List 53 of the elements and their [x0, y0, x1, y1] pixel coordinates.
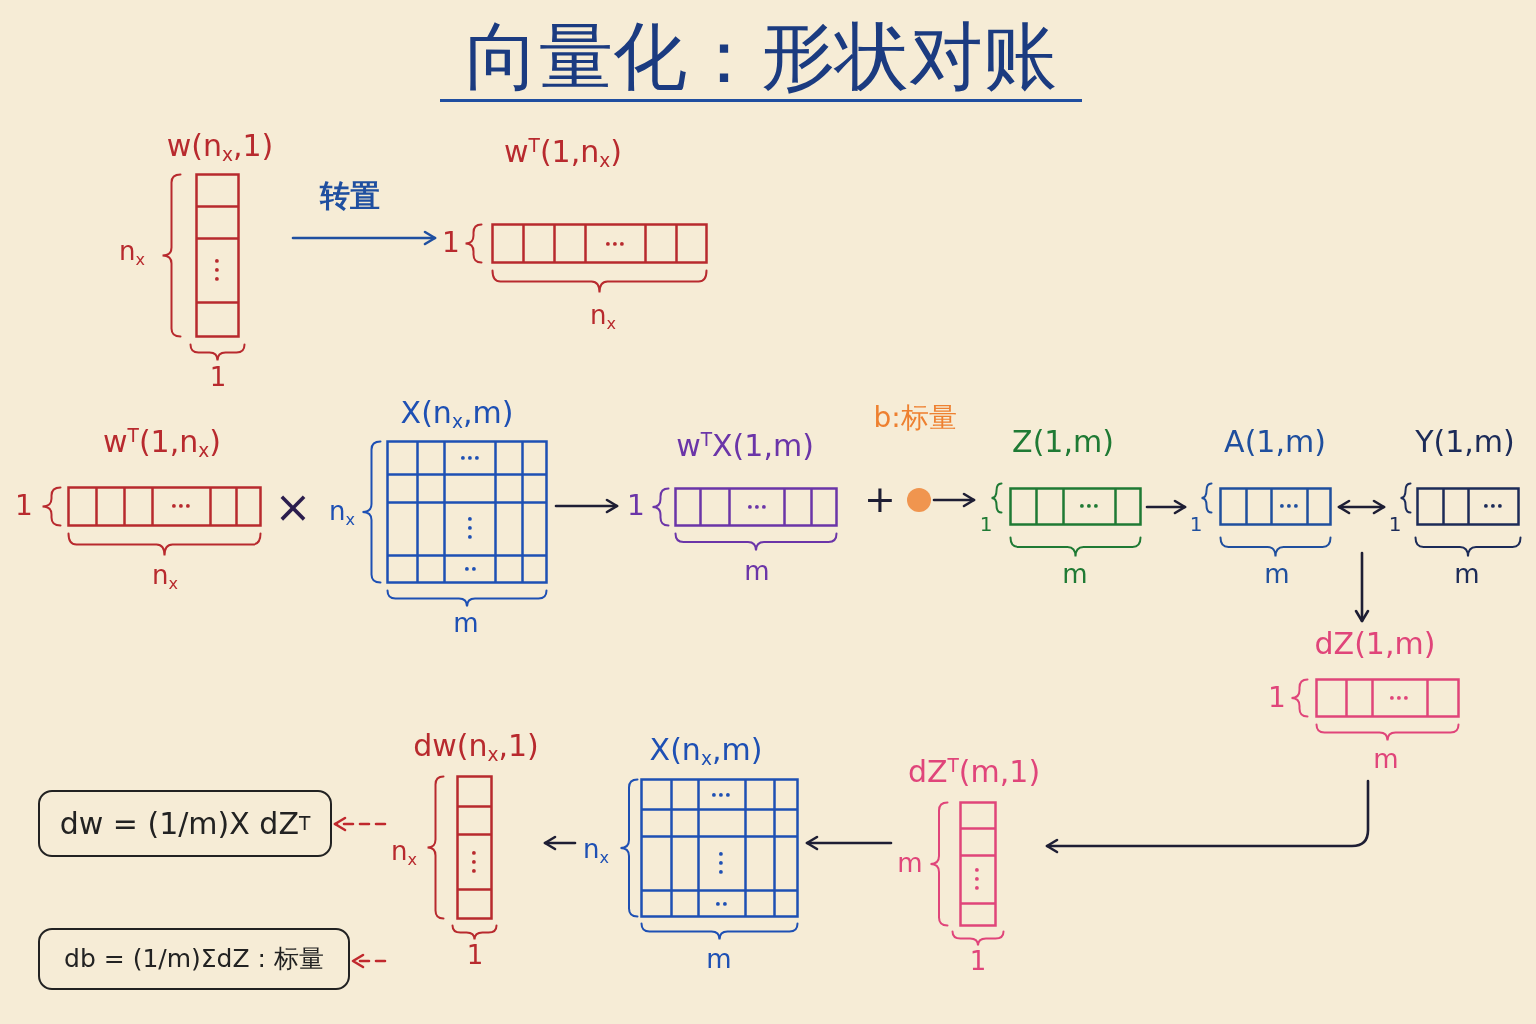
matrix-label: w$^{T}$(1,n$_{x}$) — [103, 424, 221, 460]
arrow — [1145, 499, 1187, 515]
matrix-label: Y(1,m) — [1415, 424, 1515, 460]
arrow — [805, 835, 893, 851]
dashed-arrow — [351, 953, 387, 969]
matrix-label: dZ$^{T}$(m,1) — [907, 754, 1041, 790]
dimension-label: 1 — [969, 947, 987, 977]
title: 向量化：形状对账 — [440, 16, 1082, 103]
formula-box: db = (1/m)ΣdZ : 标量 — [38, 928, 350, 990]
dimension-label: 1 — [1189, 512, 1203, 536]
dimension-label: m — [744, 557, 770, 587]
dimension-label: n$_{x}$ — [583, 835, 609, 865]
arrow — [291, 230, 437, 246]
dimension-label: m — [1062, 560, 1088, 590]
dimension-label: m — [453, 609, 479, 639]
dimension-label: 1 — [979, 512, 993, 536]
dimension-label: 1 — [15, 489, 33, 523]
arrow — [543, 835, 577, 851]
dimension-label: n$_{x}$ — [119, 237, 145, 267]
dimension-label: n$_{x}$ — [391, 837, 417, 867]
dashed-arrow — [333, 816, 387, 832]
dimension-label: m — [1454, 560, 1480, 590]
dimension-label: 1 — [466, 941, 484, 971]
matrix-label: dw(n$_{x}$,1) — [413, 728, 539, 764]
matrix-label: w(n$_{x}$,1) — [166, 128, 274, 164]
plus-sign: + — [864, 478, 896, 522]
matrix-label: Z(1,m) — [1012, 424, 1114, 460]
dimension-label: 1 — [1268, 681, 1286, 715]
matrix-label: dZ(1,m) — [1314, 626, 1436, 662]
double-arrow — [1337, 499, 1386, 515]
dimension-label: 1 — [627, 489, 645, 523]
dimension-label: n$_{x}$ — [329, 497, 355, 527]
matrix-label: A(1,m) — [1224, 424, 1326, 460]
dimension-label: 1 — [1388, 512, 1402, 536]
dimension-label: 1 — [209, 363, 227, 393]
formula-box: dw = (1/m)X dZ$^{T}$ — [38, 790, 332, 857]
dimension-label: n$_{x}$ — [152, 561, 178, 591]
dimension-label: 1 — [442, 226, 460, 260]
dimension-label: m — [706, 945, 732, 975]
dimension-label: m — [1373, 745, 1399, 775]
matrix-label: X(n$_{x}$,m) — [400, 395, 514, 431]
multiply-sign: × — [274, 481, 312, 533]
arrow — [554, 498, 619, 514]
matrix-label: w$^{T}$X(1,m) — [676, 428, 814, 464]
dimension-label: m — [1264, 560, 1290, 590]
bias-label: b:标量 — [873, 401, 957, 435]
elbow-arrow — [1045, 779, 1370, 854]
arrow — [932, 492, 976, 508]
arrow — [1354, 551, 1370, 623]
matrix-label: w$^{T}$(1,n$_{x}$) — [504, 134, 622, 170]
dimension-label: n$_{x}$ — [590, 301, 616, 331]
dimension-label: m — [897, 849, 923, 879]
matrix-label: X(n$_{x}$,m) — [649, 732, 763, 768]
